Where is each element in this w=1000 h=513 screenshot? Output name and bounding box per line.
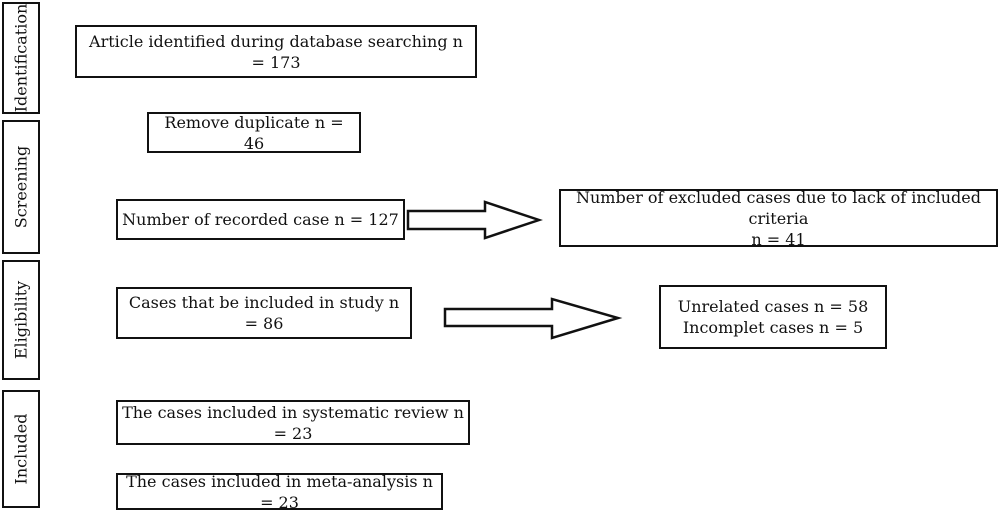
excluded-cases-count: n = 41 <box>751 229 806 249</box>
stage-included-label: Included <box>11 413 31 485</box>
arrow-to-excluded <box>406 200 543 240</box>
remove-duplicate-text: Remove duplicate n = 46 <box>164 112 344 153</box>
meta-analysis-text: The cases included in meta-analysis n = … <box>126 471 433 512</box>
stage-screening: Screening <box>2 120 40 254</box>
meta-analysis-box: The cases included in meta-analysis n = … <box>116 471 443 512</box>
stage-included: Included <box>2 390 40 508</box>
stage-eligibility: Eligibility <box>2 260 40 380</box>
recorded-cases-box: Number of recorded case n = 127 <box>116 199 405 240</box>
stage-identification: Identification <box>2 2 40 114</box>
systematic-review-text: The cases included in systematic review … <box>122 402 464 443</box>
unrelated-cases-text: Unrelated cases n = 58 <box>677 297 869 316</box>
identified-articles-box: Article identified during database searc… <box>75 25 477 78</box>
eligible-cases-text: Cases that be included in study n = 86 <box>128 293 400 333</box>
arrow-to-unrelated <box>443 297 623 340</box>
recorded-cases-text: Number of recorded case n = 127 <box>122 210 399 229</box>
incomplete-cases-text: Incomplet cases n = 5 <box>682 318 864 337</box>
stage-identification-label: Identification <box>11 3 31 113</box>
eligible-cases-box: Cases that be included in study n = 86 <box>116 287 412 339</box>
identified-articles-text: Article identified during database searc… <box>89 31 463 72</box>
unrelated-incomplete-box: Unrelated cases n = 58 Incomplet cases n… <box>659 285 887 349</box>
excluded-cases-box: Number of excluded cases due to lack of … <box>559 187 998 249</box>
systematic-review-box: The cases included in systematic review … <box>116 400 470 445</box>
excluded-cases-text: Number of excluded cases due to lack of … <box>576 187 981 228</box>
stage-screening-label: Screening <box>11 145 31 229</box>
stage-eligibility-label: Eligibility <box>11 280 31 360</box>
remove-duplicate-box: Remove duplicate n = 46 <box>147 112 361 153</box>
